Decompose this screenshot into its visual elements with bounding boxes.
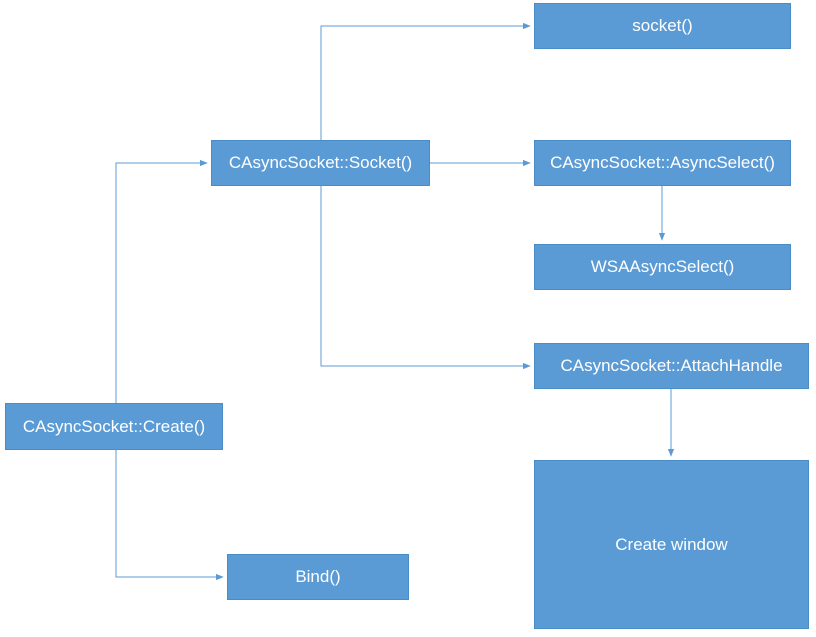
edge-socket-to-socketfn (320, 22, 531, 140)
node-create: CAsyncSocket::Create() (5, 403, 223, 450)
node-socket-fn-label: socket() (632, 16, 693, 35)
node-wsa-async-select: WSAAsyncSelect() (534, 244, 791, 290)
node-bind-label: Bind() (295, 567, 341, 586)
node-create-window: Create window (534, 460, 809, 629)
node-socket-fn: socket() (534, 3, 791, 49)
node-create-label: CAsyncSocket::Create() (22, 416, 206, 436)
edge-create-to-bind (115, 450, 224, 581)
node-async-select: CAsyncSocket::AsyncSelect() (534, 140, 791, 186)
node-create-window-label: Create window (615, 534, 728, 554)
node-bind: Bind() (227, 554, 409, 600)
node-socket-label: CAsyncSocket::Socket() (228, 153, 413, 172)
node-wsa-async-select-label: WSAAsyncSelect() (590, 257, 735, 276)
edge-create-to-socket (115, 159, 208, 403)
edge-socket-to-attachhandle (320, 186, 531, 370)
node-async-select-label: CAsyncSocket::AsyncSelect() (550, 153, 775, 172)
node-socket: CAsyncSocket::Socket() (211, 140, 430, 186)
node-attach-handle: CAsyncSocket::AttachHandle (534, 343, 809, 389)
node-attach-handle-label: CAsyncSocket::AttachHandle (560, 356, 783, 375)
